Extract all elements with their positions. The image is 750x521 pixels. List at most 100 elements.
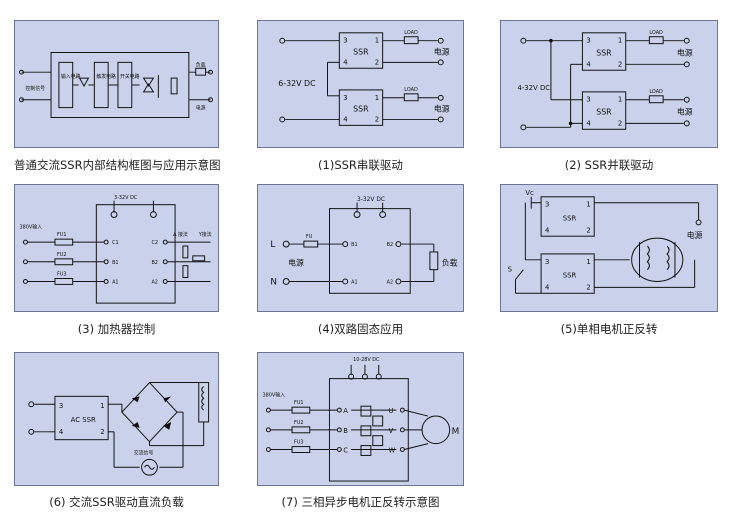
svg-text:LOAD: LOAD xyxy=(649,89,663,95)
svg-text:10-28V DC: 10-28V DC xyxy=(353,357,380,363)
svg-text:电源: 电源 xyxy=(288,258,304,268)
svg-text:2: 2 xyxy=(586,283,590,291)
svg-text:4: 4 xyxy=(545,283,549,291)
caption-3: (3) 加热器控制 xyxy=(77,322,156,336)
svg-text:2: 2 xyxy=(618,60,622,68)
svg-text:A: A xyxy=(343,407,348,415)
svg-text:V: V xyxy=(389,427,394,435)
svg-text:1: 1 xyxy=(586,201,590,209)
svg-text:3: 3 xyxy=(343,37,347,45)
svg-text:负载: 负载 xyxy=(442,258,458,268)
svg-text:S: S xyxy=(508,266,512,274)
svg-text:3: 3 xyxy=(59,402,63,410)
panel-series-drive: SSR SSR 3 4 1 2 3 4 1 2 6-32V DC LOAD 电源… xyxy=(257,20,464,148)
ssr-internal-diagram: 控制信号 输入电路 触发电路 开关电路 负载 电源 xyxy=(19,52,213,118)
svg-text:L: L xyxy=(270,240,275,250)
svg-text:4: 4 xyxy=(586,60,590,68)
svg-text:FU: FU xyxy=(306,234,313,240)
svg-text:LOAD: LOAD xyxy=(649,30,663,36)
svg-text:SSR: SSR xyxy=(596,48,612,57)
svg-text:3: 3 xyxy=(545,201,549,209)
svg-text:FU1: FU1 xyxy=(57,232,67,238)
svg-text:B: B xyxy=(343,427,348,435)
svg-text:C2: C2 xyxy=(151,240,158,246)
svg-text:1: 1 xyxy=(375,94,379,102)
output-lines: C2 B2 A2 Δ 接法 Y接法 xyxy=(151,231,211,285)
svg-text:4: 4 xyxy=(545,226,549,234)
svg-text:A1: A1 xyxy=(351,279,357,285)
load-resistor xyxy=(429,251,439,271)
caption-5: (5)单相电机正反转 xyxy=(560,322,658,336)
panel-heater-control: 3-32V DC 380V输入 FU1 FU2 FU3 C1 B1 A1 C2 … xyxy=(14,184,219,312)
panel-dual-channel: 3-32V DC L FU B1 电源 N A1 B2 A2 负载 xyxy=(257,184,464,312)
svg-text:3: 3 xyxy=(343,94,347,102)
panel-parallel-drive: SSR SSR 3 4 1 2 3 4 1 2 4-32V DC LOAD 电源… xyxy=(500,20,718,148)
block-input: 输入电路 xyxy=(61,73,81,80)
triac-icon xyxy=(142,77,155,87)
svg-text:2: 2 xyxy=(618,119,622,127)
caption-2: (2) SSR并联驱动 xyxy=(564,158,654,172)
svg-text:B2: B2 xyxy=(151,260,158,266)
svg-text:SSR: SSR xyxy=(596,108,612,117)
svg-text:电源: 电源 xyxy=(434,104,450,114)
panel-ssr-internal: 控制信号 输入电路 触发电路 开关电路 负载 电源 xyxy=(14,20,219,148)
svg-text:交流信号: 交流信号 xyxy=(134,449,154,456)
svg-text:W: W xyxy=(389,446,396,454)
svg-text:1: 1 xyxy=(618,96,622,104)
out-load-label: 负载 xyxy=(196,61,206,68)
svg-text:380V输入: 380V输入 xyxy=(262,391,285,398)
bridge-rectifier xyxy=(121,381,178,443)
svg-text:1: 1 xyxy=(586,258,590,266)
svg-text:A2: A2 xyxy=(151,279,157,285)
svg-text:FU3: FU3 xyxy=(294,440,304,446)
svg-text:SSR: SSR xyxy=(563,272,577,280)
svg-text:1: 1 xyxy=(618,37,622,45)
svg-text:1: 1 xyxy=(100,402,104,410)
svg-text:N: N xyxy=(270,277,277,287)
svg-text:LOAD: LOAD xyxy=(404,87,418,93)
svg-text:B1: B1 xyxy=(351,242,358,248)
svg-text:1: 1 xyxy=(375,37,379,45)
caption-7: (7) 三相异步电机正反转示意图 xyxy=(281,495,440,509)
ssr-grid xyxy=(351,405,397,456)
svg-text:A1: A1 xyxy=(112,279,118,285)
panel-dc-load: AC SSR 3 4 1 2 交流信号 xyxy=(14,352,219,486)
svg-text:2: 2 xyxy=(375,115,379,123)
voltage-label: 6-32V DC xyxy=(278,79,316,88)
svg-text:4: 4 xyxy=(343,58,347,66)
svg-text:AC SSR: AC SSR xyxy=(71,416,96,424)
svg-text:B1: B1 xyxy=(112,260,119,266)
ssr-top-box xyxy=(338,32,384,69)
svg-text:SSR: SSR xyxy=(353,47,369,56)
ssr-bottom-box xyxy=(338,89,384,126)
svg-text:SSR: SSR xyxy=(353,105,369,114)
svg-text:3: 3 xyxy=(586,96,590,104)
svg-text:C1: C1 xyxy=(112,240,119,246)
svg-text:4-32V DC: 4-32V DC xyxy=(517,84,550,92)
svg-text:380V输入: 380V输入 xyxy=(20,223,43,230)
svg-text:U: U xyxy=(389,407,394,415)
svg-text:SSR: SSR xyxy=(563,214,577,222)
svg-text:2: 2 xyxy=(586,226,590,234)
svg-text:B2: B2 xyxy=(387,242,394,248)
phase-lines: FU1 FU2 FU3 C1 B1 A1 xyxy=(22,232,119,285)
caption-4: (4)双路固态应用 xyxy=(317,322,404,336)
caption-6: (6) 交流SSR驱动直流负载 xyxy=(49,495,184,509)
svg-text:Vc: Vc xyxy=(525,189,534,197)
svg-text:2: 2 xyxy=(100,428,104,436)
svg-text:FU3: FU3 xyxy=(57,272,67,278)
caption-0: 普通交流SSR内部结构框图与应用示意图 xyxy=(14,158,221,172)
block-trigger: 触发电路 xyxy=(96,73,116,80)
control-signal-label: 控制信号 xyxy=(25,85,45,92)
svg-text:FU2: FU2 xyxy=(57,252,67,258)
svg-text:LOAD: LOAD xyxy=(404,30,418,36)
svg-text:4: 4 xyxy=(343,115,347,123)
svg-text:3-32V DC: 3-32V DC xyxy=(114,195,138,201)
svg-text:3-32V DC: 3-32V DC xyxy=(357,197,385,203)
svg-text:Δ 接法: Δ 接法 xyxy=(173,231,188,238)
svg-text:4: 4 xyxy=(59,428,63,436)
svg-text:4: 4 xyxy=(586,119,590,127)
svg-text:FU2: FU2 xyxy=(294,420,304,426)
svg-text:M: M xyxy=(452,427,460,437)
svg-text:A2: A2 xyxy=(387,279,393,285)
